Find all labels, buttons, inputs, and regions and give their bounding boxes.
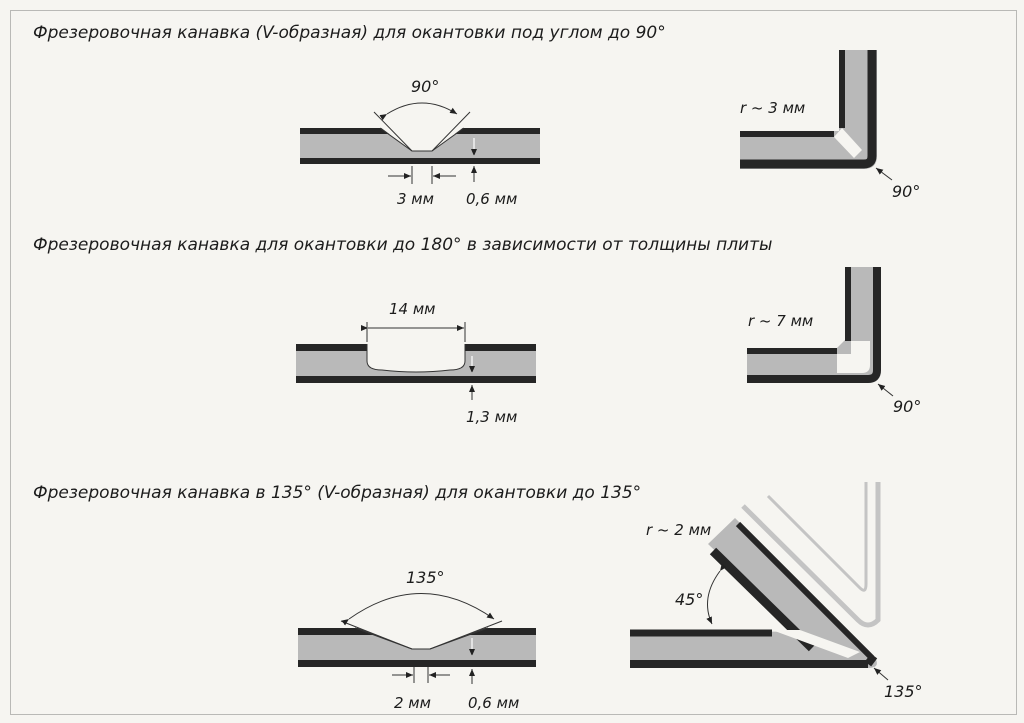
fold-angle-label-2: 90° xyxy=(893,397,921,416)
radius-label-3mm: r ~ 3 мм xyxy=(740,99,805,117)
folded-corner-90-small-radius xyxy=(740,50,877,169)
bent-panel-135 xyxy=(630,518,878,668)
width-label-2mm: 2 мм xyxy=(394,694,431,712)
radius-label-2mm: r ~ 2 мм xyxy=(646,521,711,539)
residual-label-0-6mm-b: 0,6 мм xyxy=(468,694,519,712)
fold-angle-label-3: 135° xyxy=(884,682,923,701)
width-dimension-3mm xyxy=(388,166,456,184)
residual-label-1-3mm: 1,3 мм xyxy=(466,408,517,426)
page-border xyxy=(10,10,1017,715)
residual-label-0-6mm: 0,6 мм xyxy=(466,190,517,208)
groove-angle-label-90: 90° xyxy=(411,77,439,96)
flat-groove-panel xyxy=(296,343,536,383)
width-dimension-2mm xyxy=(392,667,450,683)
fold-angle-pointer-1 xyxy=(875,167,893,181)
fold-angle-pointer-2 xyxy=(877,383,894,397)
radius-label-7mm: r ~ 7 мм xyxy=(748,312,813,330)
v-groove-135-panel xyxy=(298,627,536,667)
bend-angle-indicator-45 xyxy=(706,563,727,625)
folded-corner-90-large-radius xyxy=(747,267,881,383)
fold-angle-label-1: 90° xyxy=(892,182,920,201)
bend-angle-label-45: 45° xyxy=(675,590,703,609)
section3-title: Фрезеровочная канавка в 135° (V-образная… xyxy=(33,483,641,503)
width-label-3mm: 3 мм xyxy=(397,190,434,208)
width-dimension-14mm xyxy=(361,322,466,342)
section2-title: Фрезеровочная канавка для окантовки до 1… xyxy=(33,235,772,255)
v-groove-90-panel xyxy=(300,127,540,164)
section1-title: Фрезеровочная канавка (V-образная) для о… xyxy=(33,23,666,43)
groove-angle-indicator-90 xyxy=(373,102,471,152)
groove-angle-label-135: 135° xyxy=(406,568,445,587)
groove-angle-indicator-135 xyxy=(340,593,503,650)
ghost-folded-outline xyxy=(741,482,881,628)
width-label-14mm: 14 мм xyxy=(389,300,436,318)
fold-angle-pointer-3 xyxy=(873,667,889,681)
